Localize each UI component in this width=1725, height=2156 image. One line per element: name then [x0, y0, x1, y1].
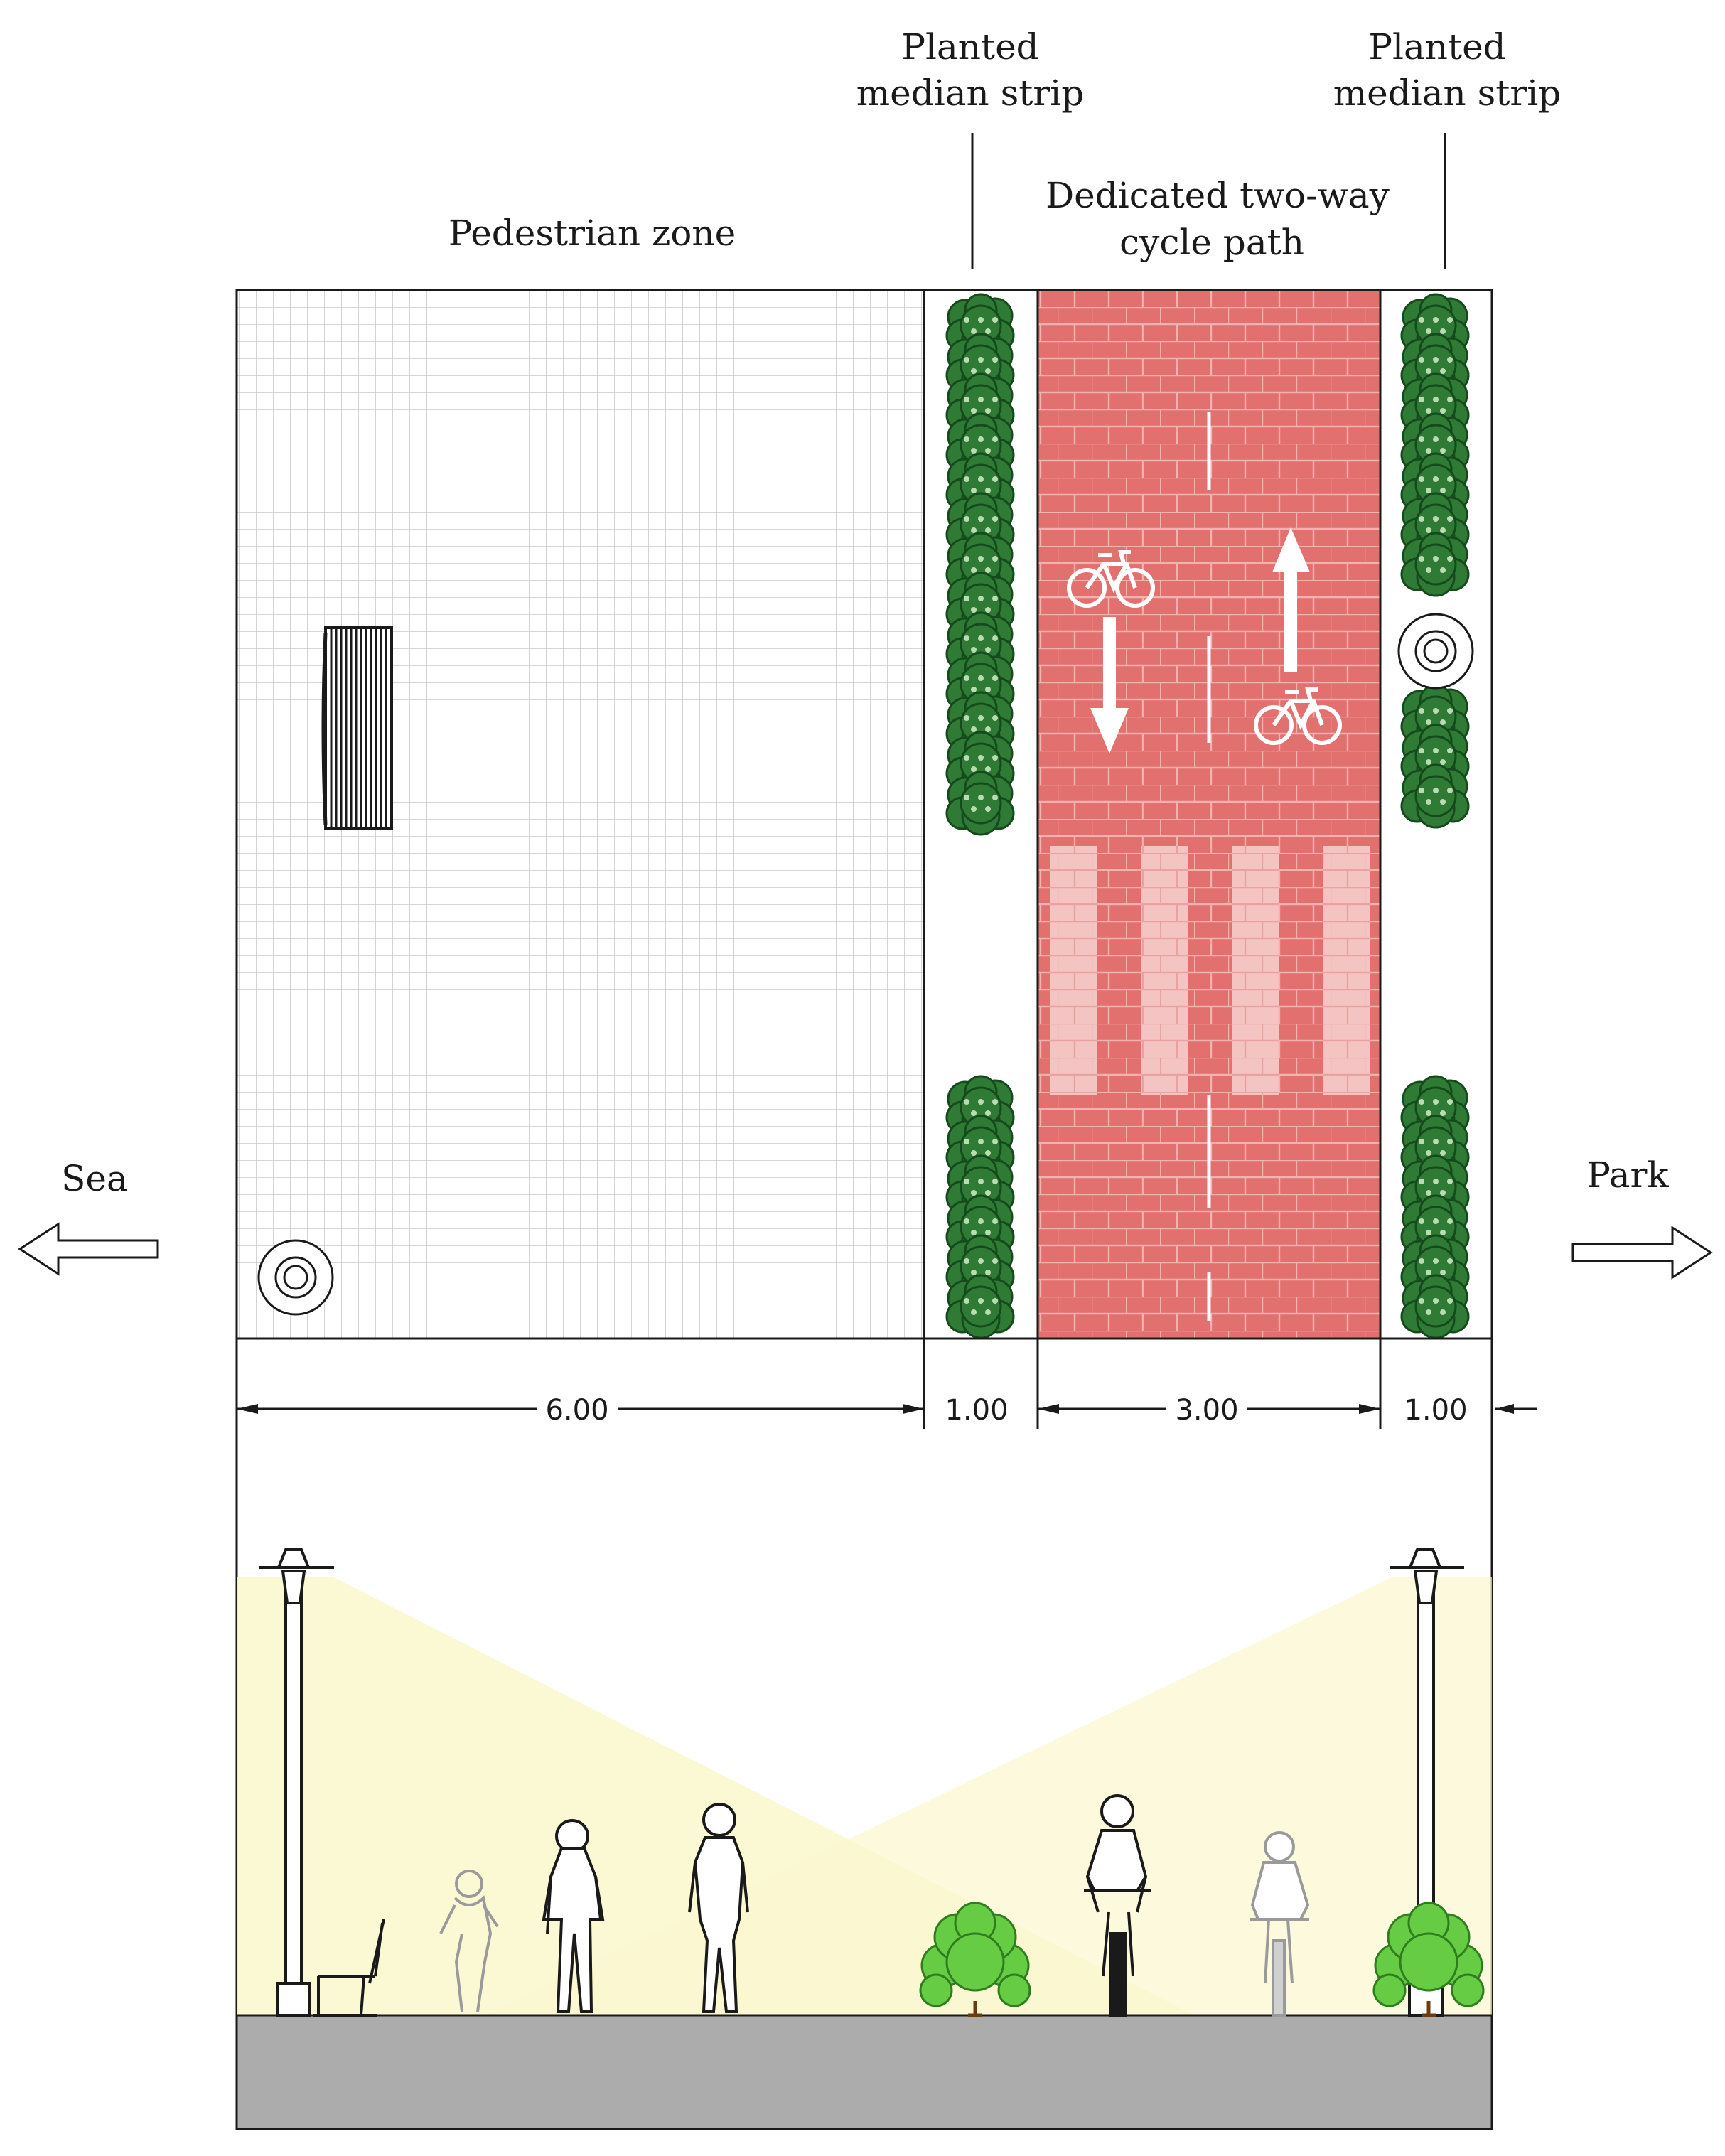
shrub-blob: [945, 771, 1015, 836]
shrub-blob: [1400, 532, 1470, 597]
manhole-icon: [257, 1239, 334, 1316]
bush-icon: [1372, 1902, 1485, 2017]
dimension-line: [235, 1339, 1537, 1429]
dimension-pedestrian: 6.00: [545, 1394, 608, 1427]
shrub-blob: [1400, 763, 1470, 829]
bicycle-icon: [1254, 687, 1342, 745]
hedge-left-upper: [945, 293, 1015, 836]
zone-labels: Pedestrian zone Planted median strip Ded…: [448, 26, 1561, 269]
arrow-up-icon: [1272, 527, 1310, 672]
cyclist-icon: [1250, 1831, 1310, 2017]
direction-sea: Sea: [18, 1158, 159, 1276]
arrow-left-icon: [18, 1222, 159, 1276]
bench-icon: [321, 626, 393, 830]
plan-outline: [235, 289, 1493, 1340]
dimension-median-left: 1.00: [945, 1394, 1008, 1427]
arrow-down-icon: [1090, 617, 1129, 753]
label-cycle-line1: Dedicated two-way: [1046, 175, 1390, 216]
hedge-right-lower: [1400, 1075, 1470, 1339]
direction-park: Park: [1571, 1154, 1713, 1280]
label-median-right-line1: Planted: [1368, 26, 1505, 68]
label-median-left-line1: Planted: [901, 26, 1038, 68]
pedestrian-icon: [542, 1819, 605, 2013]
bush-icon: [919, 1902, 1031, 2017]
label-median-right-line2: median strip: [1333, 73, 1562, 114]
crossing-stripes: [1050, 846, 1370, 1095]
shrub-blob: [945, 1234, 1015, 1299]
street-lamp-icon: [259, 1548, 334, 2017]
shrub-blob: [945, 1274, 1015, 1339]
label-park: Park: [1586, 1154, 1669, 1196]
dimension-median-right: 1.00: [1404, 1394, 1467, 1427]
ground-slab: [235, 2014, 1493, 2130]
arrow-right-icon: [1571, 1226, 1713, 1280]
hedge-right-middle: [1400, 684, 1470, 829]
shrub-blob: [945, 1154, 1015, 1220]
bicycle-icon: [1067, 550, 1155, 608]
label-sea: Sea: [61, 1158, 128, 1199]
chair-icon: [313, 1919, 385, 2017]
section-view: [235, 1429, 1493, 2130]
cyclist-icon: [1084, 1794, 1151, 2017]
pedestrian-icon: [688, 1803, 749, 2013]
hedge-left-lower: [945, 1075, 1015, 1339]
dimension-cycle: 3.00: [1175, 1394, 1238, 1427]
label-cycle-line2: cycle path: [1119, 222, 1304, 263]
label-median-left-line2: median strip: [856, 73, 1085, 114]
plan-view: [235, 289, 1493, 1340]
shrub-blob: [1400, 1274, 1470, 1339]
shrub-blob: [945, 532, 1015, 597]
manhole-icon: [1397, 613, 1474, 690]
label-pedestrian-zone: Pedestrian zone: [448, 213, 736, 254]
shrub-blob: [1400, 724, 1470, 789]
pedestrian-icon: [439, 1870, 499, 2012]
hedge-right-upper: [1400, 293, 1470, 597]
